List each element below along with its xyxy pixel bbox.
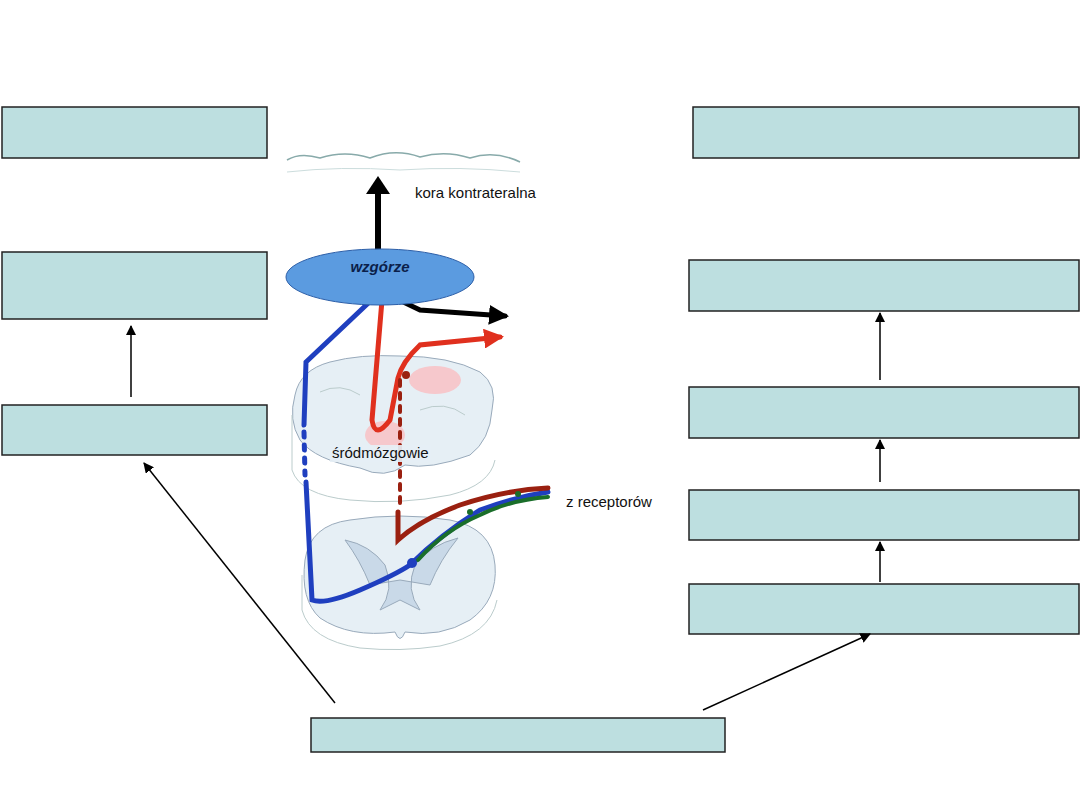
tectum-region: [409, 366, 461, 394]
synapse-dot: [402, 371, 410, 379]
spinothalamic-tract: [304, 292, 380, 425]
spinothalamic-tract: [306, 482, 548, 601]
blank-box: [2, 107, 1079, 752]
box-arrow: [703, 634, 870, 710]
neural-tracts: [304, 284, 548, 601]
thalamus-ellipse: wzgórze: [285, 248, 475, 306]
spinotectal-tract: [398, 380, 402, 505]
structure-name: wzgórze: [285, 248, 475, 275]
box-arrow: [879, 542, 881, 582]
spinothalamic-tract: [304, 432, 305, 475]
source-label: z receptorów: [566, 494, 652, 511]
box-arrow: [130, 326, 132, 397]
synapse-dot: [407, 558, 417, 568]
box-arrow: [131, 313, 880, 710]
blank-box: [2, 252, 267, 319]
cortex-outline: [287, 153, 520, 162]
box-arrow: [879, 440, 881, 482]
box-arrow: [879, 313, 881, 380]
ellipse-outline: [285, 248, 475, 306]
projection-arrow: [375, 192, 381, 250]
projection-arrow: [366, 176, 390, 194]
blank-box: [689, 584, 1079, 634]
blank-box: [689, 260, 1079, 311]
spinotectal-tract: [372, 300, 500, 430]
grey-matter: [345, 538, 458, 610]
blank-box: [689, 490, 1079, 540]
target-label: kora kontrateralna: [415, 185, 536, 202]
spinotectal-tract: [398, 488, 548, 540]
blank-box: [689, 387, 1079, 438]
midbrain-section: [292, 415, 495, 502]
blank-box: [693, 107, 1079, 158]
cortex-outline: [287, 168, 520, 172]
blank-box: [2, 405, 267, 455]
blank-box: [311, 718, 725, 752]
blank-box: [2, 107, 267, 158]
structure-label: śródmózgowie: [330, 445, 431, 462]
afferent-fiber: [418, 497, 548, 560]
